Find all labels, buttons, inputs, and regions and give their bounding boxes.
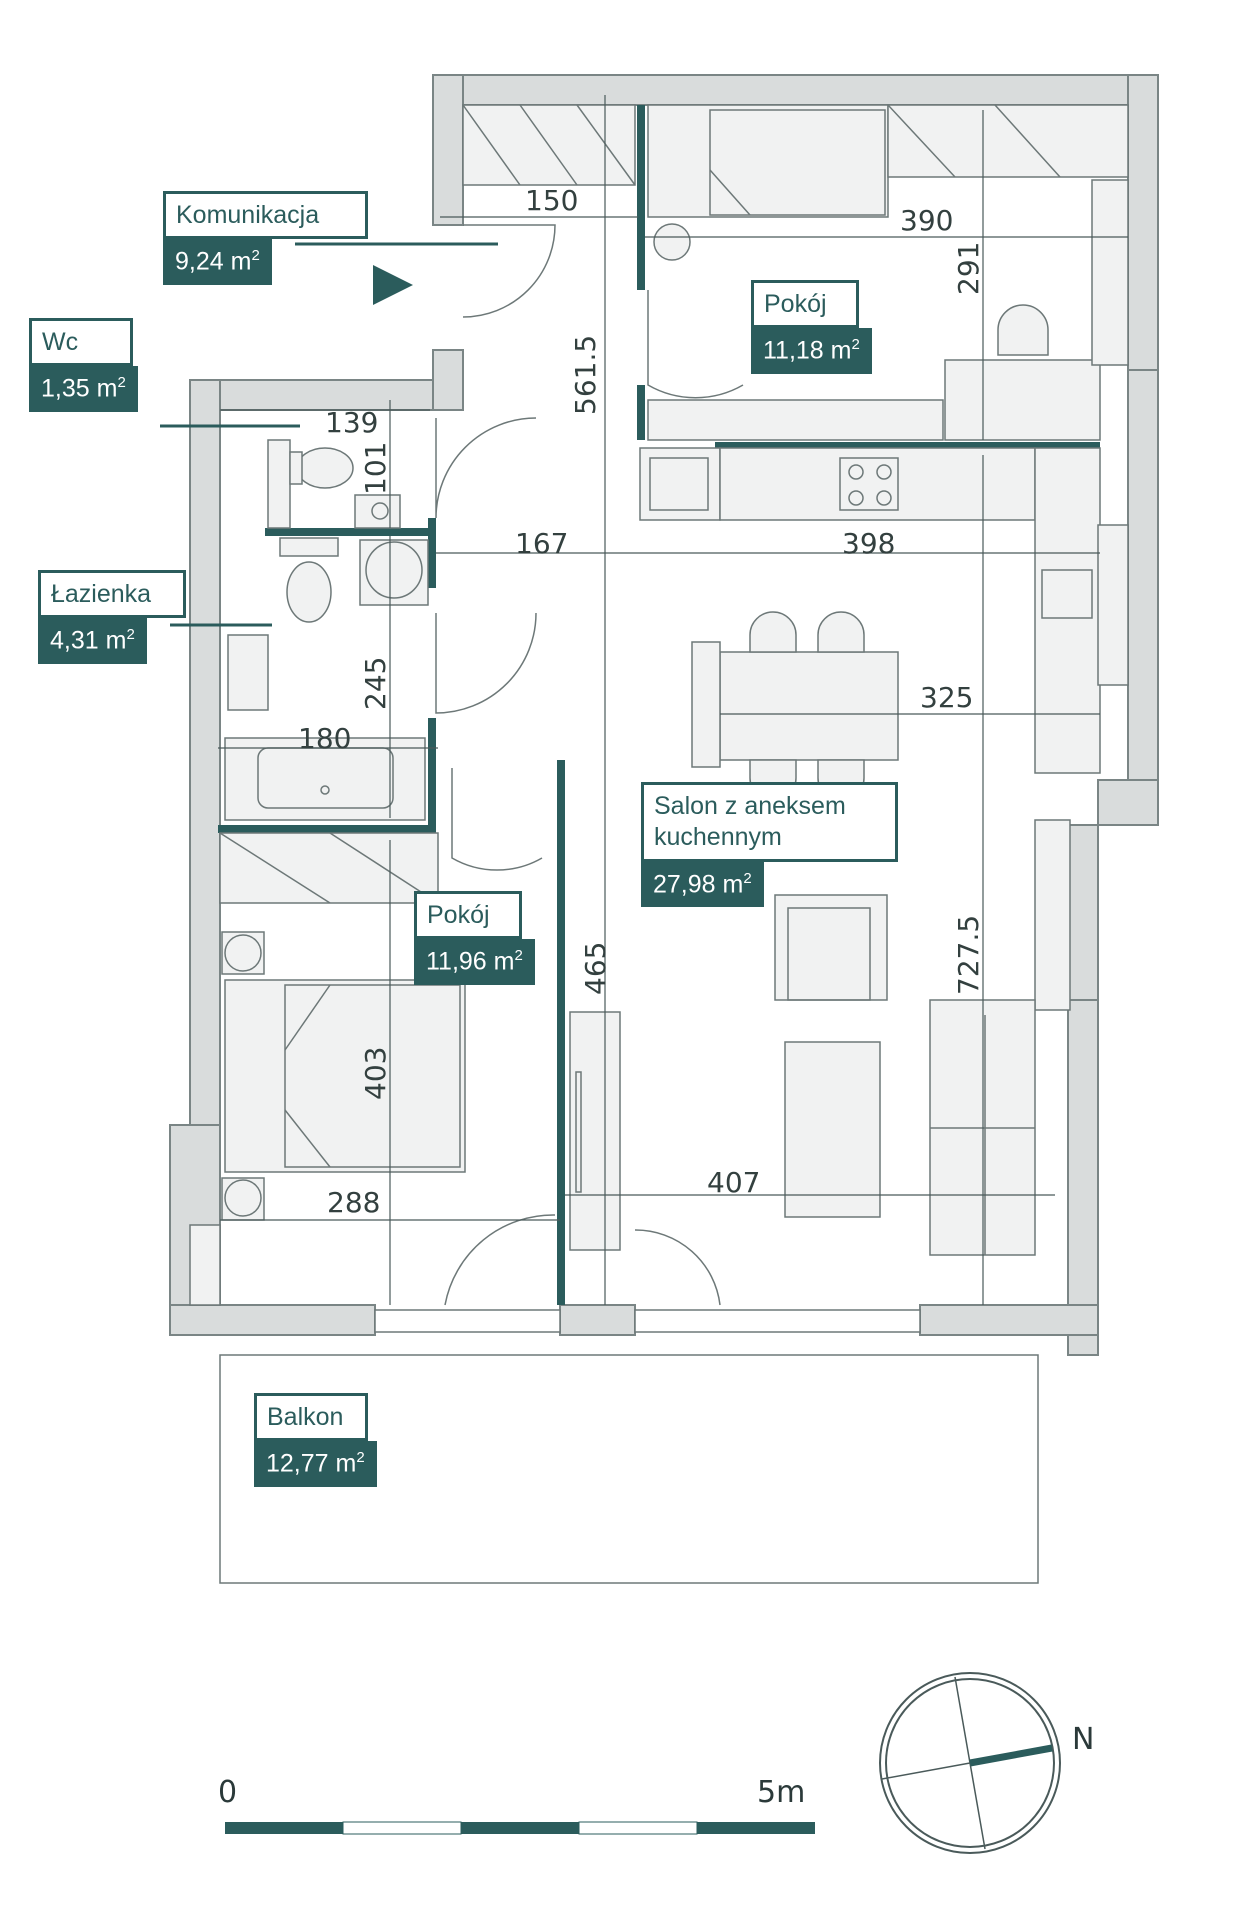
outer-walls <box>169 74 1159 1356</box>
dim-390: 390 <box>900 204 953 237</box>
room-area: 1,35 m2 <box>29 366 138 412</box>
leader-lines <box>160 242 498 627</box>
label-komunikacja: Komunikacja 9,24 m2 <box>163 191 368 285</box>
dim-561-5: 561.5 <box>569 335 602 415</box>
door-swings <box>435 224 744 1306</box>
entrance-arrow-icon <box>373 265 413 305</box>
dim-288: 288 <box>327 1186 380 1219</box>
dimension-lines <box>218 95 1128 1305</box>
room-name: Salon z aneksem kuchennym <box>641 782 898 862</box>
label-salon: Salon z aneksem kuchennym 27,98 m2 <box>641 782 898 907</box>
dim-407: 407 <box>707 1166 760 1199</box>
scale-start-label: 0 <box>218 1775 238 1810</box>
scale-end-label: 5m <box>757 1775 806 1810</box>
room-name: Balkon <box>254 1393 368 1442</box>
compass-icon <box>879 1672 1061 1854</box>
room-name: Komunikacja <box>163 191 368 240</box>
dim-403: 403 <box>359 1047 392 1100</box>
room-area: 9,24 m2 <box>163 239 272 285</box>
dim-150: 150 <box>525 184 578 217</box>
label-balkon: Balkon 12,77 m2 <box>254 1393 377 1487</box>
dim-167: 167 <box>515 527 568 560</box>
room-name: Pokój <box>414 891 522 940</box>
label-lazienka: Łazienka 4,31 m2 <box>38 570 186 664</box>
room-name: Wc <box>29 318 133 367</box>
dim-139: 139 <box>325 406 378 439</box>
room-area: 11,96 m2 <box>414 939 535 985</box>
dim-727-5: 727.5 <box>952 915 985 995</box>
dim-245: 245 <box>359 657 392 710</box>
scale-bar <box>225 1821 815 1835</box>
dim-398: 398 <box>842 527 895 560</box>
dim-465: 465 <box>579 942 612 995</box>
label-pokoj-top: Pokój 11,18 m2 <box>751 280 872 374</box>
dim-325: 325 <box>920 681 973 714</box>
room-area: 11,18 m2 <box>751 328 872 374</box>
dimension-labels: 150 390 291 561.5 139 101 167 398 245 18… <box>298 184 985 1219</box>
compass-north-label: N <box>1072 1722 1095 1757</box>
room-area: 12,77 m2 <box>254 1441 377 1487</box>
room-area: 4,31 m2 <box>38 618 147 664</box>
room-name: Łazienka <box>38 570 186 619</box>
room-name: Pokój <box>751 280 859 329</box>
interior-walls <box>218 105 1100 1305</box>
dim-291: 291 <box>952 242 985 295</box>
dim-101: 101 <box>359 442 392 495</box>
label-wc: Wc 1,35 m2 <box>29 318 138 412</box>
label-pokoj-bottom: Pokój 11,96 m2 <box>414 891 535 985</box>
room-area: 27,98 m2 <box>641 861 764 907</box>
dim-180: 180 <box>298 722 351 755</box>
